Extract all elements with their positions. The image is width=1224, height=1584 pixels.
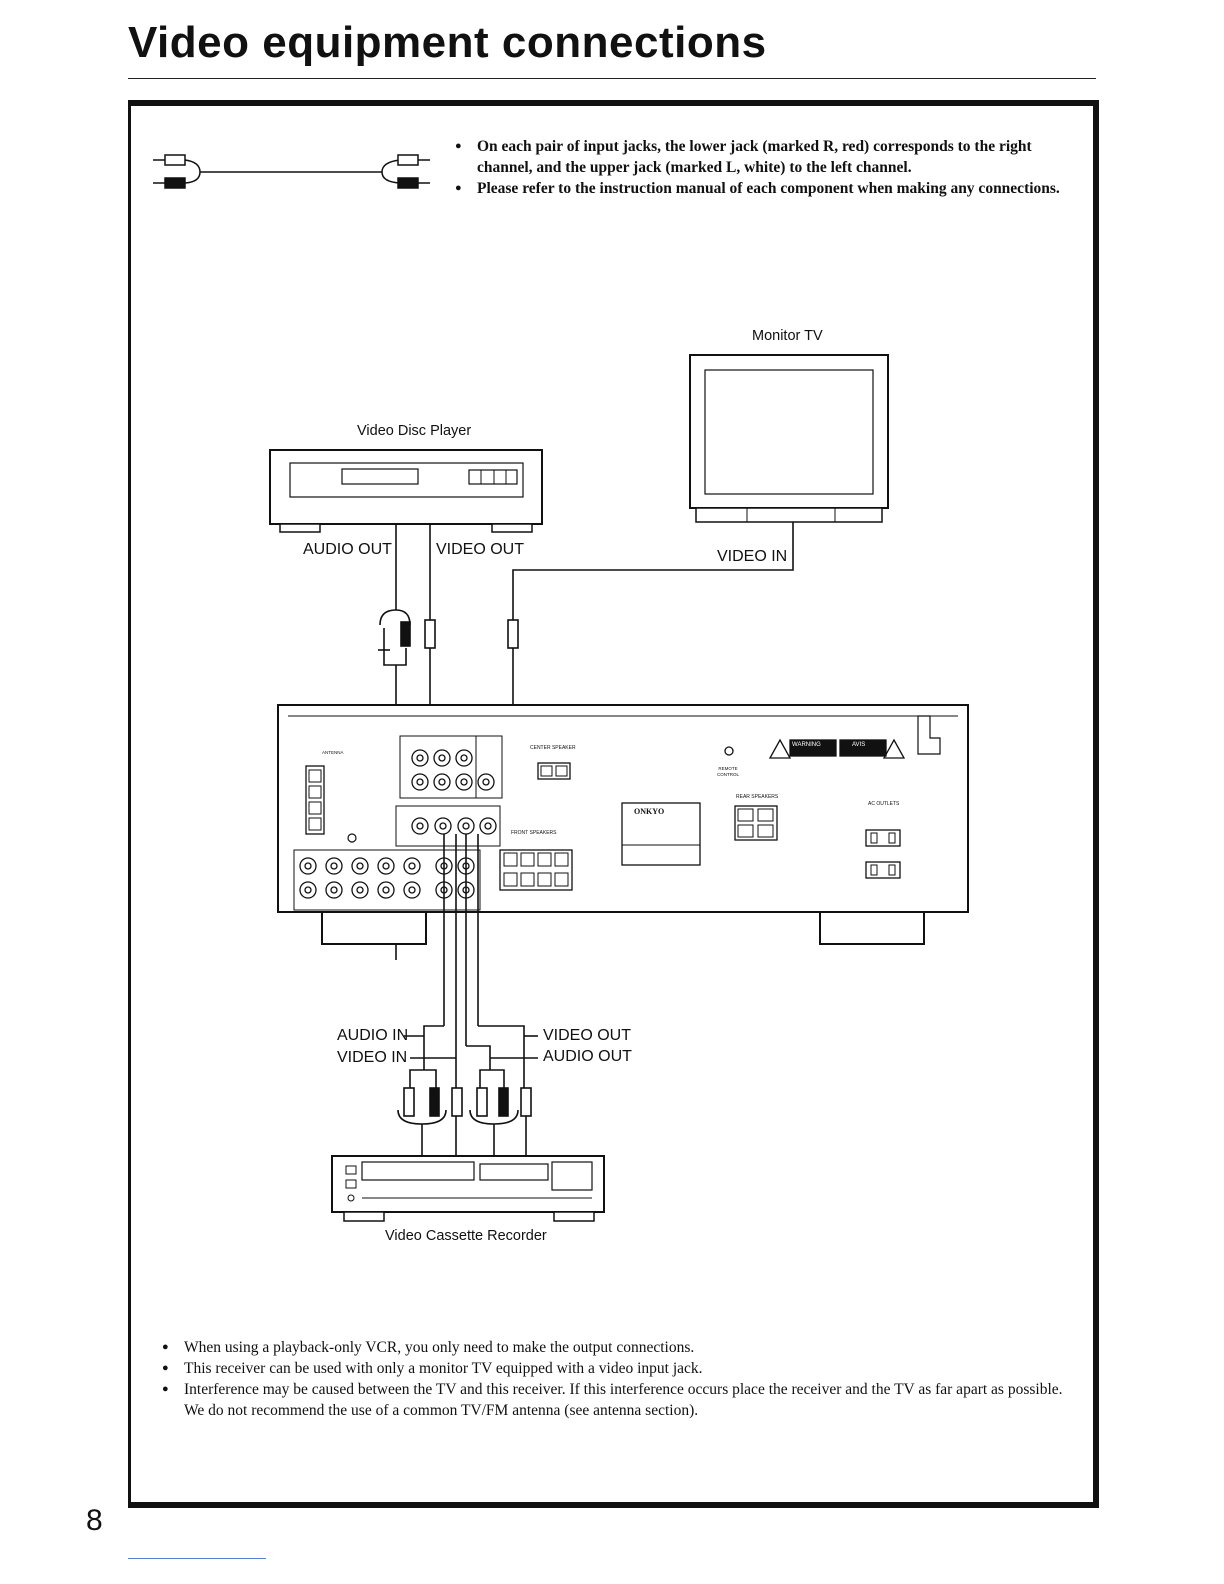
bottom-note-item: Interference may be caused between the T… — [162, 1379, 1082, 1421]
title-rule — [128, 78, 1096, 79]
monitor-tv-label: Monitor TV — [752, 328, 823, 344]
bottom-notes: When using a playback-only VCR, you only… — [162, 1337, 1082, 1421]
vcr-audio-in-label: AUDIO IN — [337, 1027, 409, 1044]
top-note-item: Please refer to the instruction manual o… — [455, 178, 1080, 199]
ac-outlets-label: AC OUTLETS — [868, 801, 900, 807]
page-title: Video equipment connections — [128, 18, 767, 67]
tv-video-in-label: VIDEO IN — [717, 548, 788, 565]
bottom-note-item: When using a playback-only VCR, you only… — [162, 1337, 1082, 1358]
bottom-note-item: This receiver can be used with only a mo… — [162, 1358, 1082, 1379]
rca-cable-icon — [153, 154, 430, 189]
video-disc-player-drawing — [269, 449, 543, 533]
page-number: 8 — [86, 1504, 103, 1537]
antenna-label: ANTENNA — [322, 750, 344, 755]
vcr-drawing — [331, 1155, 605, 1222]
receiver-jacks — [293, 715, 941, 911]
cables-bottom — [397, 834, 538, 1156]
video-disc-player-label: Video Disc Player — [357, 423, 472, 439]
front-speakers-label: FRONT SPEAKERS — [511, 830, 557, 836]
footer-line — [128, 1558, 266, 1559]
top-notes: On each pair of input jacks, the lower j… — [455, 136, 1080, 199]
top-note-item: On each pair of input jacks, the lower j… — [455, 136, 1080, 178]
vcr-label: Video Cassette Recorder — [385, 1228, 547, 1244]
warning-label: WARNING — [792, 742, 821, 748]
ldp-video-out-label: VIDEO OUT — [436, 541, 525, 558]
rear-speakers-label: REAR SPEAKERS — [736, 794, 779, 800]
center-speaker-label: CENTER SPEAKER — [530, 745, 576, 751]
brand-label: ONKYO — [634, 807, 665, 816]
vcr-audio-out-label: AUDIO OUT — [543, 1048, 632, 1065]
avis-label: AVIS — [852, 742, 866, 748]
content-frame — [128, 100, 1099, 1508]
ldp-audio-out-label: AUDIO OUT — [303, 541, 392, 558]
remote-control-label: REMOTE CONTROL — [716, 766, 739, 777]
vcr-video-in-label: VIDEO IN — [337, 1049, 408, 1066]
vcr-video-out-label: VIDEO OUT — [543, 1027, 632, 1044]
monitor-tv-drawing — [689, 354, 889, 523]
